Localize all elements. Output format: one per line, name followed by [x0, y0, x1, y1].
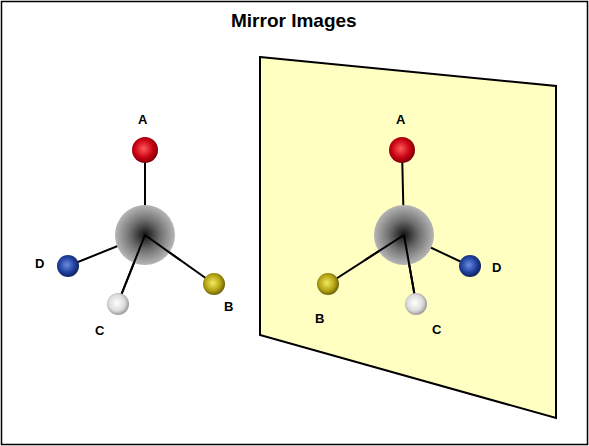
atom-label: A: [138, 112, 147, 127]
atom-label: A: [396, 112, 405, 127]
diagram-title: Mirror Images: [231, 10, 357, 32]
atom-label: B: [315, 311, 324, 326]
atom-label: C: [95, 323, 104, 338]
atom-label: B: [224, 299, 233, 314]
atom-label: D: [35, 256, 44, 271]
mirror-molecule: [317, 137, 481, 315]
atom-label: D: [492, 260, 501, 275]
atom-label: C: [432, 322, 441, 337]
left-molecule: [57, 137, 225, 315]
mirror-plane: [260, 57, 556, 418]
